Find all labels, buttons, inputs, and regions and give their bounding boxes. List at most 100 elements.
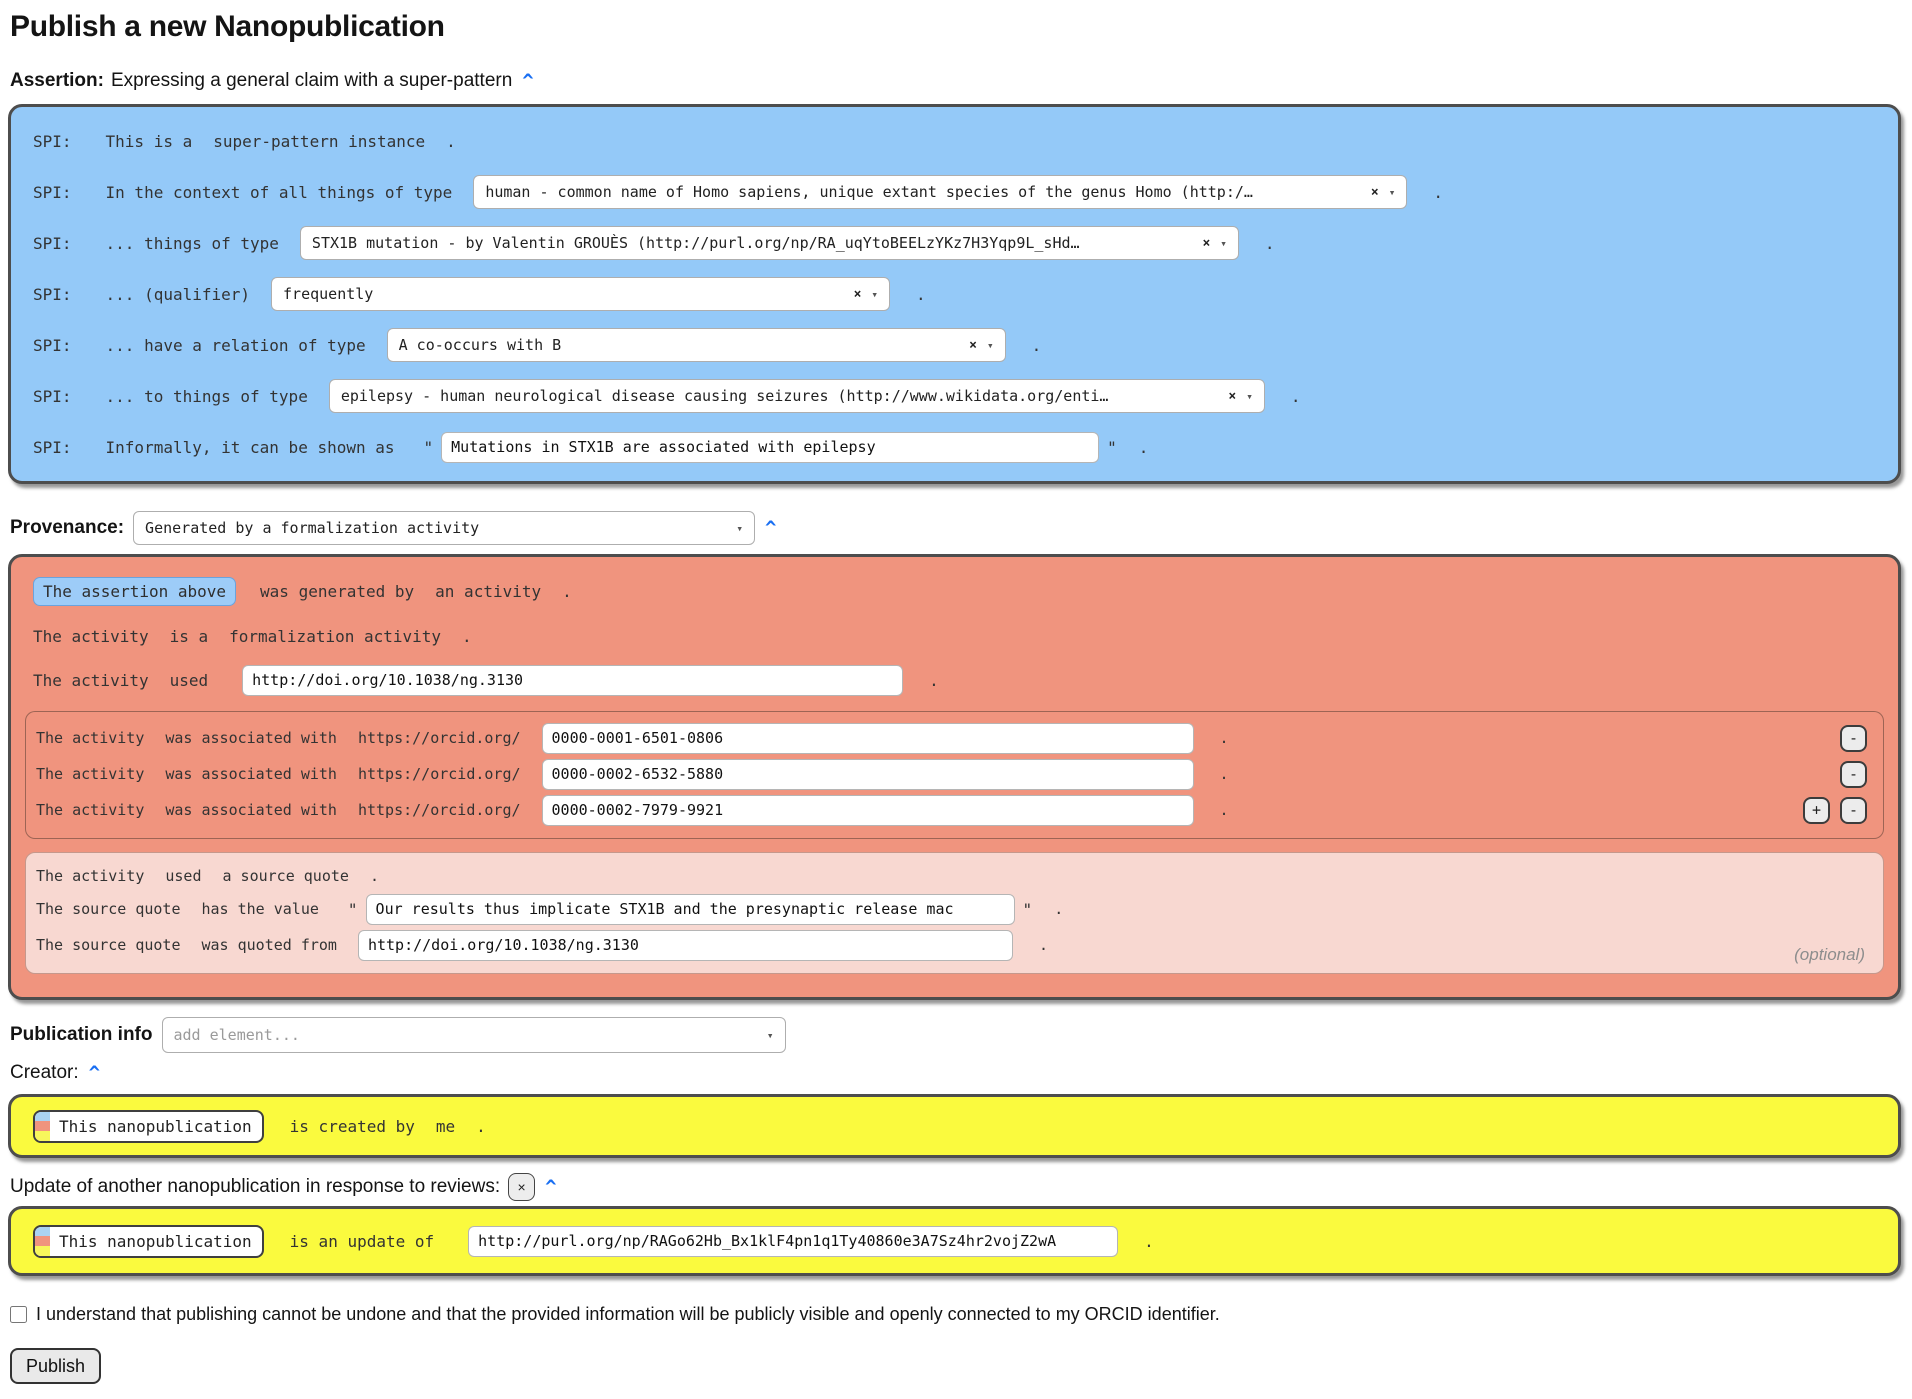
this-nanopublication-chip[interactable]: This nanopublication bbox=[33, 1109, 264, 1143]
collapse-provenance-icon[interactable]: ^ bbox=[765, 517, 777, 539]
open-quote: " bbox=[423, 437, 434, 457]
creator-label: Creator: bbox=[10, 1062, 79, 1083]
spi-prefix: SPI: bbox=[33, 284, 72, 304]
this-nanopublication-chip[interactable]: This nanopublication bbox=[33, 1224, 264, 1258]
row-text: was quoted from bbox=[201, 936, 337, 954]
assertion-subtitle: Expressing a general claim with a super-… bbox=[110, 70, 513, 91]
associated-row: The activity was associated with https:/… bbox=[36, 722, 1883, 754]
dropdown-arrow-icon[interactable]: ▾ bbox=[766, 1028, 774, 1042]
dropdown-arrow-icon[interactable]: ▾ bbox=[987, 338, 994, 352]
row-text: The activity bbox=[36, 729, 145, 747]
dropdown-arrow-icon[interactable]: ▾ bbox=[1388, 185, 1396, 199]
consent-row: I understand that publishing cannot be u… bbox=[10, 1302, 1912, 1326]
close-quote: " bbox=[1022, 899, 1033, 919]
row-label: In the context of all things of type bbox=[105, 182, 453, 202]
add-orcid-button[interactable]: + bbox=[1803, 796, 1830, 824]
row-text: an activity bbox=[435, 581, 542, 601]
row-dot: . bbox=[462, 626, 472, 646]
pubinfo-label: Publication info bbox=[10, 1024, 153, 1045]
relation-select[interactable]: A co-occurs with B × ▾ bbox=[386, 328, 1006, 362]
provenance-template-select[interactable]: Generated by a formalization activity ▾ bbox=[133, 511, 756, 545]
row-text: The activity bbox=[33, 670, 149, 690]
spi-row-object-class: SPI: ... to things of type epilepsy - hu… bbox=[33, 379, 1898, 413]
clear-icon[interactable]: × bbox=[1202, 235, 1211, 251]
row-text: The activity bbox=[36, 801, 145, 819]
update-row: This nanopublication is an update of . bbox=[33, 1224, 1154, 1258]
row-dot: . bbox=[1290, 386, 1301, 406]
consent-checkbox[interactable] bbox=[10, 1305, 27, 1323]
spi-prefix: SPI: bbox=[33, 233, 72, 253]
source-quote-group: The activity used a source quote . The s… bbox=[25, 852, 1884, 974]
assertion-above-chip[interactable]: The assertion above bbox=[33, 576, 237, 606]
row-text: is a bbox=[169, 626, 209, 646]
remove-update-button[interactable]: × bbox=[508, 1173, 536, 1201]
row-text: was associated with bbox=[165, 801, 337, 819]
optional-label: (optional) bbox=[1794, 945, 1865, 964]
activity-type-row: The activity is a formalization activity… bbox=[33, 619, 1898, 653]
row-text: This is a bbox=[105, 131, 193, 151]
spi-row-relation: SPI: ... have a relation of type A co-oc… bbox=[33, 328, 1898, 362]
row-label: ... things of type bbox=[105, 233, 279, 253]
orcid-input[interactable] bbox=[541, 758, 1194, 790]
row-text: The activity bbox=[36, 867, 145, 885]
clear-icon[interactable]: × bbox=[853, 286, 862, 302]
dropdown-arrow-icon[interactable]: ▾ bbox=[1246, 389, 1253, 403]
quoted-from-row: The source quote was quoted from . bbox=[36, 929, 1883, 961]
remove-orcid-button[interactable]: - bbox=[1840, 724, 1867, 752]
remove-orcid-button[interactable]: - bbox=[1840, 796, 1867, 824]
collapse-assertion-icon[interactable]: ^ bbox=[522, 70, 534, 92]
orcid-prefix: https://orcid.org/ bbox=[357, 801, 521, 819]
associated-orcids-group: The activity was associated with https:/… bbox=[25, 711, 1884, 839]
publish-button[interactable]: Publish bbox=[10, 1348, 102, 1384]
generated-by-row: The assertion above was generated by an … bbox=[33, 573, 1898, 609]
row-text: has the value bbox=[201, 900, 319, 918]
page-title: Publish a new Nanopublication bbox=[10, 10, 445, 43]
source-quote-input[interactable] bbox=[365, 893, 1015, 925]
clear-icon[interactable]: × bbox=[1228, 388, 1237, 404]
row-text: used bbox=[169, 670, 209, 690]
quoted-from-input[interactable] bbox=[357, 929, 1013, 961]
remove-orcid-button[interactable]: - bbox=[1840, 760, 1867, 788]
spi-row-context: SPI: In the context of all things of typ… bbox=[33, 175, 1898, 209]
clear-icon[interactable]: × bbox=[969, 337, 977, 353]
dropdown-arrow-icon[interactable]: ▾ bbox=[871, 287, 879, 301]
creator-header: Creator: ^ bbox=[10, 1060, 1912, 1086]
row-text: formalization activity bbox=[229, 626, 442, 646]
subject-class-select[interactable]: STX1B mutation - by Valentin GROUÈS (htt… bbox=[299, 226, 1239, 260]
clear-icon[interactable]: × bbox=[1370, 184, 1379, 200]
dropdown-arrow-icon[interactable]: ▾ bbox=[736, 521, 744, 535]
associated-row: The activity was associated with https:/… bbox=[36, 758, 1883, 790]
orcid-input[interactable] bbox=[541, 722, 1194, 754]
collapse-creator-icon[interactable]: ^ bbox=[88, 1062, 101, 1084]
row-dot: . bbox=[929, 670, 939, 690]
provenance-box: The assertion above was generated by an … bbox=[8, 554, 1901, 1000]
row-dot: . bbox=[1138, 437, 1149, 457]
update-label: Update of another nanopublication in res… bbox=[10, 1176, 501, 1197]
activity-used-input[interactable] bbox=[242, 664, 904, 696]
spi-prefix: SPI: bbox=[33, 335, 72, 355]
qualifier-select[interactable]: frequently × ▾ bbox=[271, 277, 891, 311]
row-dot: . bbox=[1219, 801, 1229, 819]
update-header: Update of another nanopublication in res… bbox=[10, 1172, 1912, 1202]
dropdown-arrow-icon[interactable]: ▾ bbox=[1220, 236, 1227, 250]
orcid-prefix: https://orcid.org/ bbox=[357, 729, 521, 747]
orcid-input[interactable] bbox=[541, 794, 1194, 826]
associated-row: The activity was associated with https:/… bbox=[36, 794, 1883, 826]
object-class-select[interactable]: epilepsy - human neurological disease ca… bbox=[328, 379, 1265, 413]
updated-nanopub-uri-input[interactable] bbox=[468, 1225, 1119, 1257]
source-quote-value-row: The source quote has the value " " . bbox=[36, 893, 1883, 925]
informal-statement-input[interactable] bbox=[441, 431, 1100, 463]
row-text: The activity bbox=[36, 765, 145, 783]
row-dot: . bbox=[1054, 900, 1064, 918]
assertion-label: Assertion: bbox=[10, 70, 104, 91]
row-text: super-pattern instance bbox=[213, 131, 426, 151]
context-class-select[interactable]: human - common name of Homo sapiens, uni… bbox=[473, 175, 1408, 209]
row-dot: . bbox=[369, 867, 379, 885]
row-dot: . bbox=[1144, 1231, 1154, 1251]
open-quote: " bbox=[347, 899, 358, 919]
update-box: This nanopublication is an update of . bbox=[8, 1206, 1901, 1276]
spi-row-qualifier: SPI: ... (qualifier) frequently × ▾ . bbox=[33, 277, 1898, 311]
add-element-select[interactable]: add element... ▾ bbox=[161, 1017, 786, 1053]
provenance-label: Provenance: bbox=[10, 517, 125, 538]
collapse-update-icon[interactable]: ^ bbox=[545, 1176, 557, 1198]
